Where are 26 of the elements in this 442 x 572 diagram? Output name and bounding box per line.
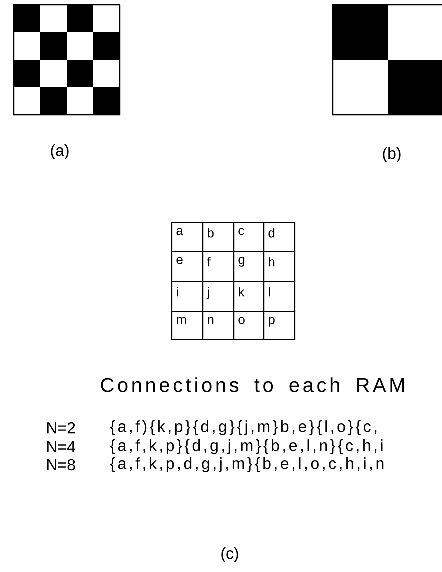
table-cell: m <box>171 311 204 341</box>
heading: Connections to each RAM <box>101 378 404 392</box>
table-cell: c <box>233 222 265 253</box>
table-cell: b <box>202 222 235 253</box>
set-list: {a,f,k,p,d,g,j,m}{b,e,l,o,c,h,i,n <box>110 458 384 472</box>
row-label: N=8 <box>48 459 76 471</box>
row-label: N=2 <box>48 422 76 434</box>
table-cell: h <box>263 251 296 283</box>
table-cell: n <box>202 311 235 341</box>
set-list: {a,f){k,p}{d,g}{j,m}b,e}{l,o}{c, <box>110 420 377 436</box>
table-cell: d <box>263 222 296 253</box>
figure-label: (c) <box>222 548 238 562</box>
table-cell: k <box>233 281 265 313</box>
figure-label: (a) <box>51 144 69 160</box>
row-label: N=4 <box>48 442 76 452</box>
set-list: {a,f,k,p}{d,g,j,m}{b,e,l,n}{c,h,i <box>110 440 383 454</box>
table-cell: i <box>171 281 204 313</box>
figure-label: (b) <box>383 148 401 162</box>
table-cell: f <box>202 251 235 283</box>
table-cell: o <box>233 311 265 341</box>
table-cell: e <box>171 251 204 283</box>
table-cell: g <box>233 251 265 283</box>
table-cell: l <box>263 281 296 313</box>
table-cell: p <box>263 311 296 341</box>
table-cell: a <box>171 222 204 253</box>
table-cell: j <box>202 281 235 313</box>
